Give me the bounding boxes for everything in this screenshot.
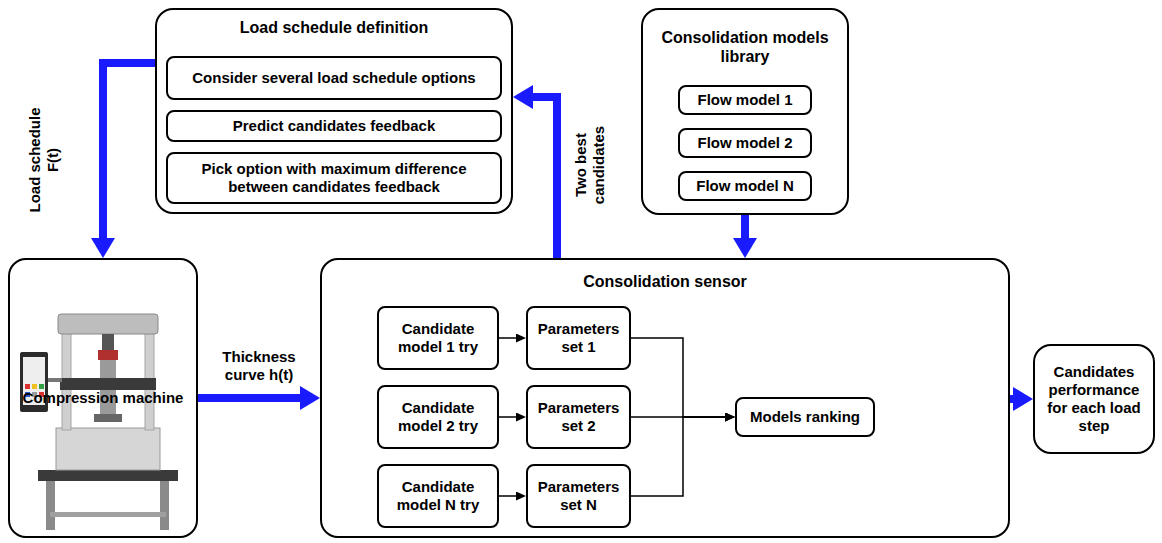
- flow-arrow: [741, 215, 749, 238]
- box-label: Parameters set 1: [534, 320, 623, 356]
- box-label: Flow model 2: [697, 134, 792, 152]
- machine-frame: [38, 314, 178, 530]
- edge-label: Two best candidates: [571, 109, 609, 221]
- process-box: Candidate model 2 try: [377, 385, 499, 449]
- box-heading: Load schedule definition: [163, 18, 505, 37]
- group-box: Consolidation models libraryFlow model 1…: [641, 8, 849, 215]
- flow-arrow: [533, 97, 557, 258]
- connector-arrow: [499, 495, 516, 497]
- group-box: Load schedule definitionConsider several…: [155, 8, 513, 214]
- flow-arrow: [1010, 395, 1013, 403]
- process-box: Parameters set 1: [526, 306, 631, 370]
- top-crosshead: [58, 314, 158, 334]
- box-label: Candidates performance for each load ste…: [1041, 363, 1147, 435]
- process-box: Models ranking: [735, 397, 875, 437]
- box-label: Flow model N: [696, 177, 794, 195]
- group-box: Consolidation sensorCandidate model 1 tr…: [320, 258, 1010, 538]
- process-box: Pick option with maximum difference betw…: [166, 152, 502, 204]
- connector-arrow: [631, 417, 725, 496]
- process-box: Candidates performance for each load ste…: [1033, 344, 1155, 454]
- platen: [100, 360, 116, 378]
- edge-label: Load schedule F(t): [25, 104, 63, 216]
- lower-plate: [94, 414, 122, 422]
- table-leg: [46, 480, 55, 530]
- connector-arrow: [499, 416, 516, 418]
- box-label: Consider several load schedule options: [192, 69, 475, 87]
- panel-key: [32, 384, 37, 389]
- panel-key: [39, 384, 44, 389]
- box-label: Models ranking: [750, 408, 860, 426]
- process-box: Flow model 1: [678, 85, 812, 115]
- load-cell: [102, 334, 114, 350]
- process-box: Consider several load schedule options: [166, 56, 502, 100]
- box-label: Parameters set 2: [534, 399, 623, 435]
- moving-crosshead: [60, 378, 156, 390]
- flow-arrow: [103, 63, 155, 238]
- table-leg: [160, 480, 169, 530]
- table-top: [38, 470, 178, 481]
- machine-base: [56, 428, 160, 470]
- box-label: Parameters set N: [534, 478, 623, 514]
- process-box: Predict candidates feedback: [166, 110, 502, 142]
- box-label: Compression machine: [23, 389, 184, 407]
- table-bar: [50, 512, 166, 517]
- process-box: Candidate model N try: [377, 464, 499, 528]
- edge-label: Thickness curve h(t): [203, 347, 315, 385]
- connector-arrow: [631, 338, 725, 417]
- box-label: Flow model 1: [697, 91, 792, 109]
- box-label: Candidate model N try: [385, 478, 491, 514]
- panel-key: [25, 384, 30, 389]
- grip: [98, 350, 118, 360]
- process-box: Compression machine: [8, 258, 198, 538]
- process-box: Flow model 2: [678, 128, 812, 158]
- box-label: Candidate model 2 try: [385, 399, 491, 435]
- flow-arrow: [198, 394, 300, 402]
- box-heading: Consolidation sensor: [328, 272, 1002, 291]
- process-box: Parameters set N: [526, 464, 631, 528]
- box-heading: Consolidation models library: [649, 28, 841, 66]
- process-box: Flow model N: [678, 171, 812, 201]
- connector-arrow: [499, 337, 516, 339]
- box-label: Pick option with maximum difference betw…: [174, 160, 494, 196]
- process-box: Parameters set 2: [526, 385, 631, 449]
- box-label: Predict candidates feedback: [233, 117, 436, 135]
- box-label: Candidate model 1 try: [385, 320, 491, 356]
- process-box: Candidate model 1 try: [377, 306, 499, 370]
